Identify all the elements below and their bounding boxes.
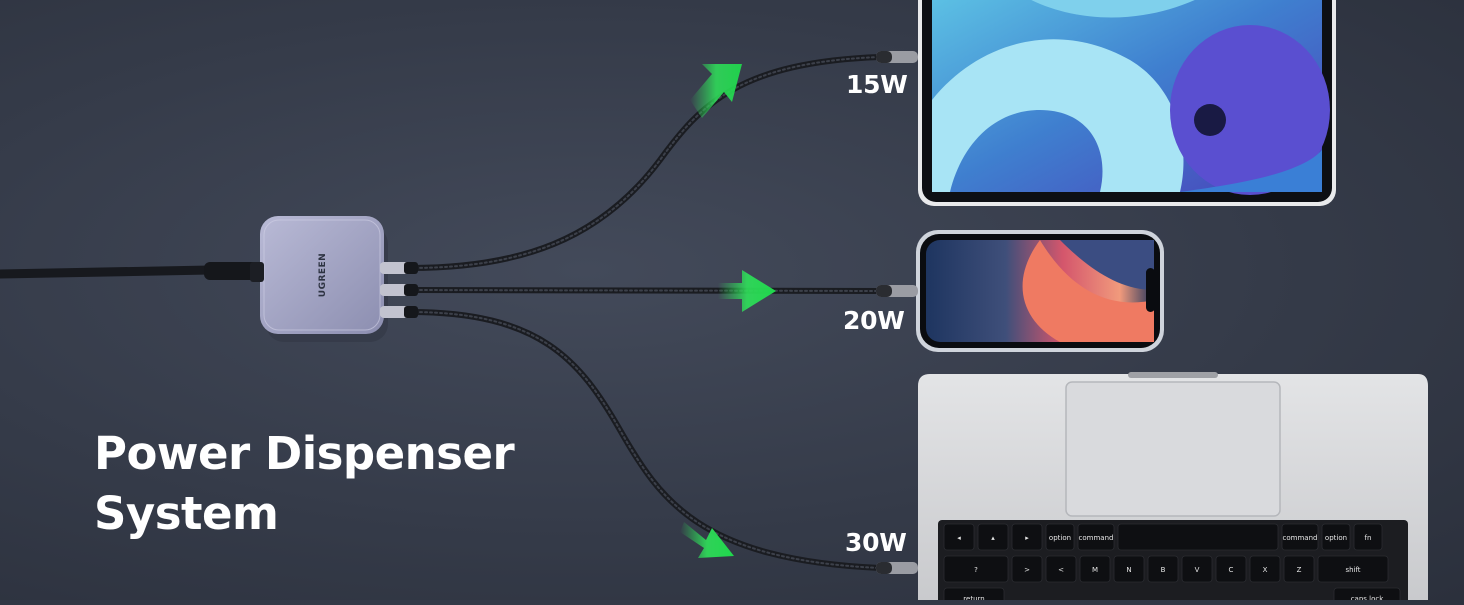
cables: [0, 54, 883, 571]
key-r1-4: command: [1077, 523, 1115, 551]
key-r2-8: X: [1249, 555, 1281, 583]
charger-brand-logo: UGREEN: [318, 253, 328, 297]
key-r1-0: ◂: [943, 523, 975, 551]
key-r2-2: <: [1045, 555, 1077, 583]
key-r1-1: ▴: [977, 523, 1009, 551]
key-label: B: [1161, 566, 1166, 574]
watt-label-phone: 20W: [843, 306, 905, 335]
charger: UGREEN: [250, 216, 418, 342]
headline-line-1: Power Dispenser: [94, 427, 515, 480]
key-r1-8: fn: [1353, 523, 1383, 551]
watt-label-tablet: 15W: [846, 70, 908, 99]
tablet-device: [918, 0, 1336, 206]
key-label: V: [1195, 566, 1200, 574]
key-label: M: [1092, 566, 1098, 574]
key-label: C: [1229, 566, 1234, 574]
key-r1-6: command: [1281, 523, 1319, 551]
key-r1-3: option: [1045, 523, 1075, 551]
headline-line-2: System: [94, 487, 279, 540]
key-r1-2: ▸: [1011, 523, 1043, 551]
watt-label-laptop: 30W: [845, 528, 907, 557]
key-label: option: [1049, 534, 1071, 542]
key-label: option: [1325, 534, 1347, 542]
key-label: command: [1283, 534, 1318, 542]
key-r2-5: B: [1147, 555, 1179, 583]
key-label: ▴: [991, 534, 995, 542]
key-label: fn: [1365, 534, 1372, 542]
key-r1-7: option: [1321, 523, 1351, 551]
key-label: <: [1058, 566, 1064, 574]
phone-device: [916, 230, 1164, 352]
key-label: caps lock: [1351, 595, 1385, 600]
key-r2-1: >: [1011, 555, 1043, 583]
key-label: ▸: [1025, 534, 1029, 542]
key-label: X: [1263, 566, 1268, 574]
key-label: N: [1126, 566, 1131, 574]
key-r1-5: [1117, 523, 1279, 551]
arrow-icon: [718, 270, 776, 312]
key-r2-3: M: [1079, 555, 1111, 583]
keyboard: ◂ ▴ ▸ option command command option fn ? > < M N B V C…: [943, 523, 1401, 605]
key-r2-9: Z: [1283, 555, 1315, 583]
key-label: Z: [1297, 566, 1302, 574]
arrow-icon: [680, 522, 734, 558]
key-r2-6: V: [1181, 555, 1213, 583]
key-label: shift: [1345, 566, 1360, 574]
arrow-icon: [690, 64, 742, 118]
key-r2-0: ?: [943, 555, 1009, 583]
key-r3-0: return: [943, 587, 1005, 605]
usb-c-connectors: [876, 51, 918, 574]
key-label: ?: [974, 566, 978, 574]
key-r3-1: caps lock: [1333, 587, 1401, 605]
headline: Power Dispenser System: [94, 424, 515, 544]
key-label: ◂: [957, 534, 961, 542]
key-r2-7: C: [1215, 555, 1247, 583]
key-r2-10: shift: [1317, 555, 1389, 583]
key-r2-4: N: [1113, 555, 1145, 583]
key-label: >: [1024, 566, 1030, 574]
key-label: return: [963, 595, 984, 600]
key-label: command: [1079, 534, 1114, 542]
